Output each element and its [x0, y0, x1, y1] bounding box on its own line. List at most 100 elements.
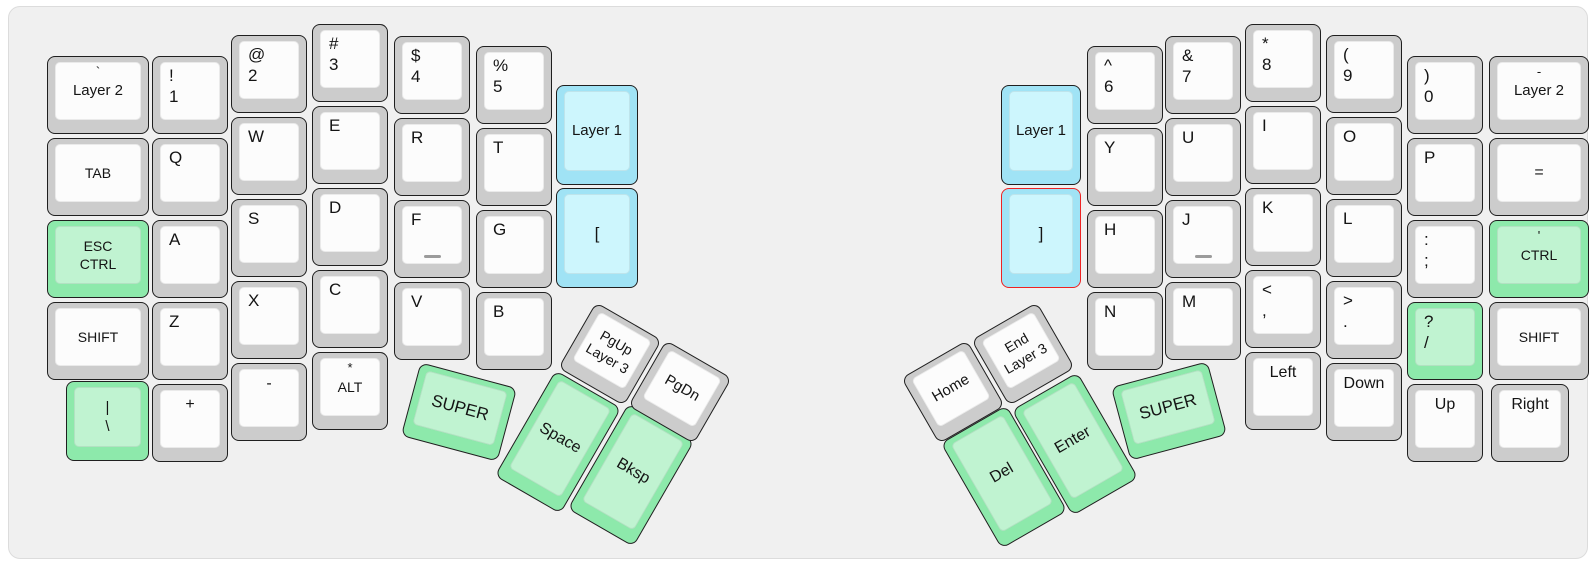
key-label-group: #3	[329, 35, 338, 73]
key-label: 0	[1424, 87, 1434, 106]
key-w[interactable]: W	[231, 117, 307, 195]
key-e[interactable]: E	[312, 106, 388, 184]
key-d[interactable]: D	[312, 188, 388, 266]
key-minus-layer2[interactable]: -Layer 2	[1489, 56, 1589, 134]
key-label-group: O	[1343, 128, 1356, 166]
keycap-top: Z	[160, 308, 220, 366]
key-q[interactable]: Q	[152, 138, 228, 216]
key-label: ALT	[337, 378, 363, 395]
key-2-at[interactable]: @2	[231, 35, 307, 113]
key-label: Right	[1511, 396, 1549, 413]
keycap-top: U	[1173, 124, 1233, 182]
key-v[interactable]: V	[394, 282, 470, 360]
keycap-top: `Layer 2	[55, 62, 141, 120]
key-label: (	[1343, 45, 1349, 64]
key-label: &	[1182, 46, 1194, 65]
key-star-alt[interactable]: *ALT	[312, 352, 388, 430]
key-super-left[interactable]: SUPER	[400, 362, 518, 462]
key-x[interactable]: X	[231, 281, 307, 359]
key-semicolon[interactable]: :;	[1407, 220, 1483, 298]
key-label: B	[493, 302, 505, 321]
key-4-dollar[interactable]: $4	[394, 36, 470, 114]
key-label-group: U	[1182, 129, 1194, 167]
key-label-group: PgDn	[643, 351, 720, 427]
key-l[interactable]: L	[1326, 199, 1402, 277]
key-1-exclam[interactable]: !1	[152, 56, 228, 134]
key-arrow-up[interactable]: Up	[1407, 384, 1483, 462]
key-label: O	[1343, 127, 1357, 146]
key-layer1-left[interactable]: Layer 1	[556, 85, 638, 185]
key-minus-bottom[interactable]: -	[231, 363, 307, 441]
key-equals[interactable]: =	[1489, 138, 1589, 216]
key-quote-ctrl[interactable]: 'CTRL	[1489, 220, 1589, 298]
key-u[interactable]: U	[1165, 118, 1241, 196]
key-a[interactable]: A	[152, 220, 228, 298]
key-label: 5	[493, 77, 503, 96]
key-arrow-right[interactable]: Right	[1491, 384, 1569, 462]
key-r[interactable]: R	[394, 118, 470, 196]
key-label: <	[1262, 280, 1272, 299]
homing-bar	[1195, 255, 1212, 258]
key-shift-left[interactable]: SHIFT	[47, 302, 149, 380]
key-f[interactable]: F	[394, 200, 470, 278]
key-c[interactable]: C	[312, 270, 388, 348]
keycap-top: $4	[402, 42, 462, 100]
key-y[interactable]: Y	[1087, 128, 1163, 206]
key-label-group: !1	[169, 67, 178, 105]
key-5-percent[interactable]: %5	[476, 46, 552, 124]
key-6-caret[interactable]: ^6	[1087, 46, 1163, 124]
key-h[interactable]: H	[1087, 210, 1163, 288]
key-label-group: |\	[75, 388, 140, 446]
key-m[interactable]: M	[1165, 282, 1241, 360]
key-label-group: M	[1182, 293, 1196, 331]
key-label: -	[1536, 64, 1542, 79]
key-label-group: L	[1343, 210, 1352, 248]
key-o[interactable]: O	[1326, 117, 1402, 195]
key-0-paren[interactable]: )0	[1407, 56, 1483, 134]
keycap-top: X	[239, 287, 299, 345]
key-8-star[interactable]: *8	[1245, 24, 1321, 102]
key-label: \	[105, 418, 110, 435]
key-label: =	[1534, 163, 1544, 181]
key-pipe-backslash[interactable]: |\	[66, 381, 149, 461]
keycap-top: |\	[74, 387, 141, 447]
key-arrow-left[interactable]: Left	[1245, 352, 1321, 430]
key-s[interactable]: S	[231, 199, 307, 277]
key-i[interactable]: I	[1245, 106, 1321, 184]
key-label-group: )0	[1424, 67, 1433, 105]
key-z[interactable]: Z	[152, 302, 228, 380]
key-comma[interactable]: <,	[1245, 270, 1321, 348]
key-j[interactable]: J	[1165, 200, 1241, 278]
key-period[interactable]: >.	[1326, 281, 1402, 359]
key-n[interactable]: N	[1087, 292, 1163, 370]
key-3-hash[interactable]: #3	[312, 24, 388, 102]
key-label: K	[1262, 198, 1274, 217]
key-label-group: V	[411, 293, 422, 331]
key-t[interactable]: T	[476, 128, 552, 206]
key-right-bracket[interactable]: ]	[1001, 188, 1081, 288]
key-left-bracket[interactable]: [	[556, 188, 638, 288]
key-super-right[interactable]: SUPER	[1110, 361, 1228, 461]
keycap-top: M	[1173, 288, 1233, 346]
key-label: Down	[1343, 375, 1385, 392]
key-label-group: T	[493, 139, 503, 177]
key-k[interactable]: K	[1245, 188, 1321, 266]
key-label-group: ?/	[1424, 313, 1433, 351]
key-shift-right[interactable]: SHIFT	[1489, 302, 1589, 380]
key-layer1-right[interactable]: Layer 1	[1001, 85, 1081, 185]
key-b[interactable]: B	[476, 292, 552, 370]
key-plus[interactable]: +	[152, 384, 228, 462]
key-tab[interactable]: TAB	[47, 138, 149, 216]
key-p[interactable]: P	[1407, 138, 1483, 216]
key-grave-layer2[interactable]: `Layer 2	[47, 56, 149, 134]
key-label: SHIFT	[77, 328, 119, 345]
key-7-amp[interactable]: &7	[1165, 36, 1241, 114]
key-g[interactable]: G	[476, 210, 552, 288]
key-label-group: Q	[169, 149, 182, 187]
key-arrow-down[interactable]: Down	[1326, 363, 1402, 441]
key-slash-question[interactable]: ?/	[1407, 302, 1483, 380]
key-9-paren[interactable]: (9	[1326, 35, 1402, 113]
